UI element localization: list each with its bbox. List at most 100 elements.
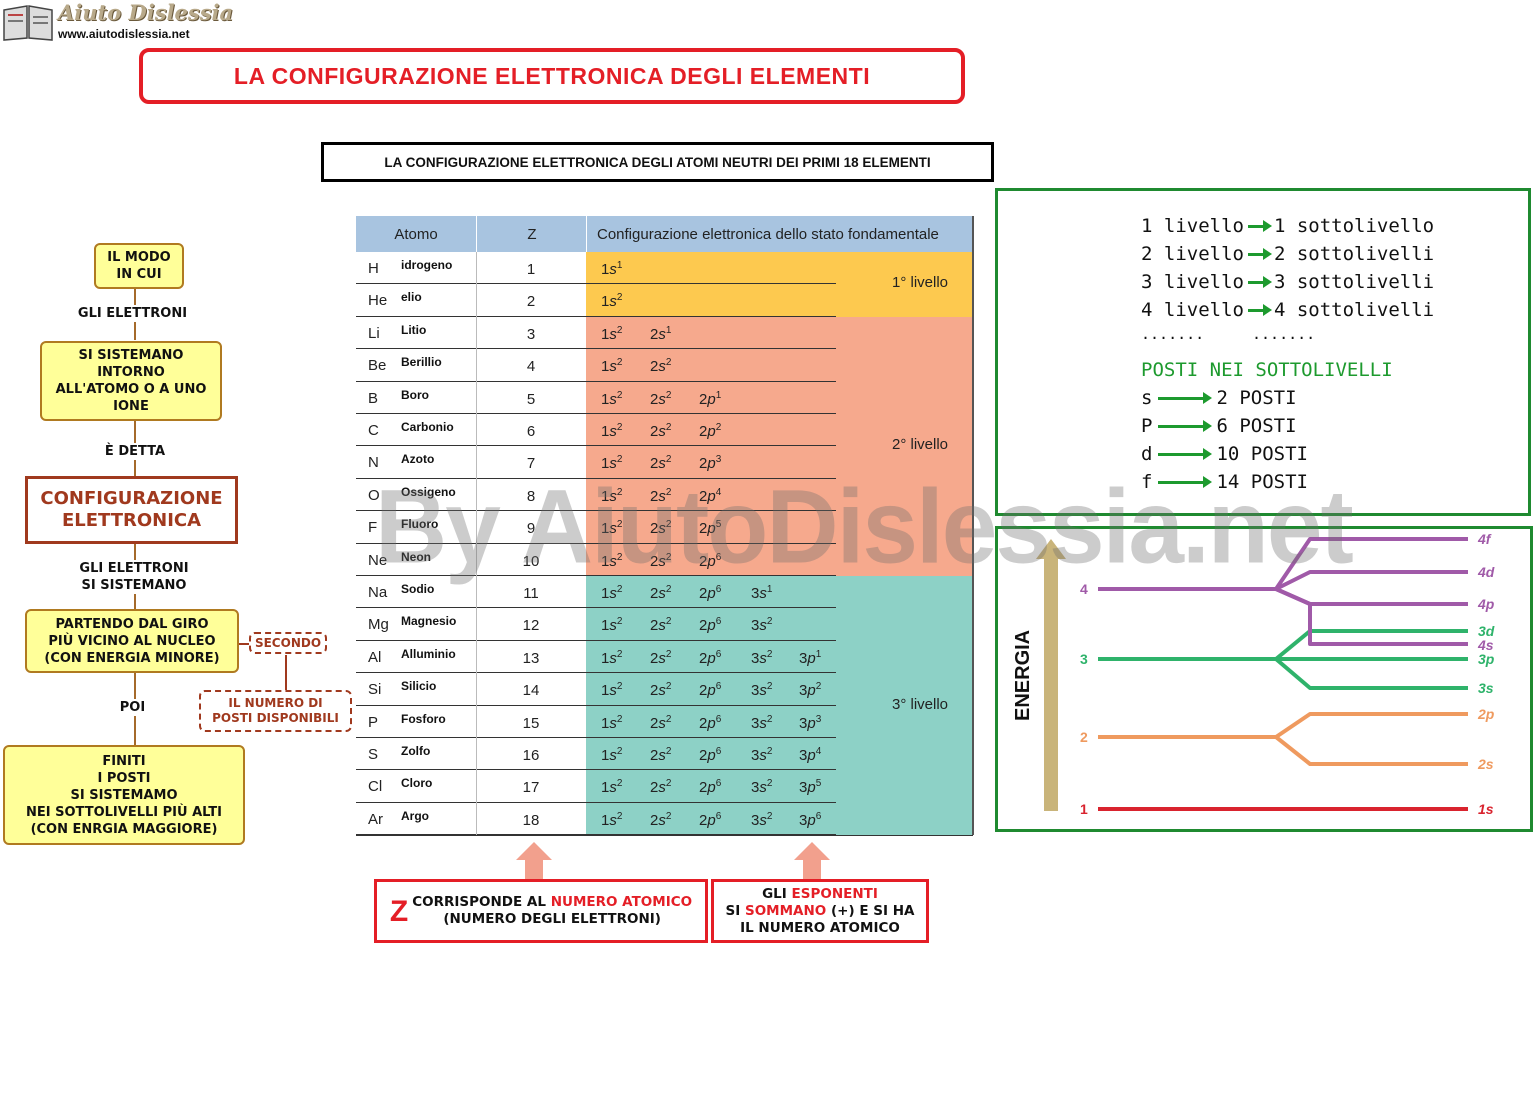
cell-z: 5	[526, 390, 536, 408]
column-divider	[476, 284, 477, 317]
cell-orbital: 1s2	[601, 324, 623, 343]
energy-level-number: 3	[1080, 651, 1088, 667]
cell-orbital: 2s2	[650, 648, 672, 667]
watermark: By AiutoDislessia.net	[375, 468, 1354, 586]
concept-box-il-modo: IL MODO IN CUI	[94, 243, 184, 289]
column-divider	[476, 252, 477, 285]
energy-sublevel-label: 4d	[1477, 564, 1495, 580]
row-divider	[356, 704, 836, 706]
column-divider	[476, 543, 477, 576]
up-arrow-icon	[516, 842, 552, 882]
note-z-text: CORRISPONDE AL	[412, 894, 551, 910]
cell-element-name: elio	[401, 290, 422, 305]
cell-orbital: 1s2	[601, 486, 623, 505]
cell-orbital: 2p6	[699, 746, 722, 764]
row-divider	[356, 348, 836, 350]
cell-orbital: 3p5	[799, 778, 822, 797]
rule-posti-value: 6 POSTI	[1216, 415, 1297, 437]
energy-sublevel-label: 3s	[1478, 680, 1494, 696]
level-band	[586, 316, 973, 576]
cell-symbol: F	[368, 519, 378, 537]
cell-orbital: 3p4	[799, 746, 822, 764]
cell-orbital: 2p6	[699, 810, 722, 829]
cell-z: 4	[526, 358, 536, 376]
rule-sublevel-letter: s	[1141, 387, 1153, 409]
energy-arrow-head	[1036, 539, 1066, 559]
cell-symbol: Mg	[368, 616, 389, 634]
cell-symbol: P	[368, 713, 379, 731]
cell-symbol: C	[368, 422, 379, 439]
row-divider	[356, 412, 836, 414]
rule-posti-value: 2 POSTI	[1216, 387, 1297, 409]
cell-orbital: 2p6	[699, 584, 722, 602]
energy-sublevel-label: 3p	[1478, 651, 1495, 667]
rule-level: 2 livello	[1141, 243, 1244, 265]
level-label: 1° livello	[892, 274, 949, 292]
rule-posti-line: s 2 POSTI	[1141, 387, 1297, 409]
note-exp-text: (+) E SI HA	[826, 902, 915, 919]
column-divider	[476, 576, 477, 609]
cell-orbital: 1s2	[601, 292, 623, 311]
green-arrow-icon	[1247, 248, 1272, 260]
level-band	[586, 252, 973, 317]
concept-main-configurazione: CONFIGURAZIONE ELETTRONICA	[25, 476, 238, 544]
energy-sublevel-label: 1s	[1478, 801, 1494, 817]
energy-axis-label: ENERGIA	[1012, 630, 1034, 721]
green-arrow-icon	[1247, 276, 1272, 288]
cell-element-name: Boro	[401, 387, 429, 402]
cell-orbital: 3s2	[751, 810, 773, 829]
cell-orbital: 2s2	[650, 584, 672, 602]
logo-url: www.aiutodislessia.net	[58, 27, 190, 41]
concept-side-posti: IL NUMERO DI POSTI DISPONIBILI	[199, 690, 352, 732]
rule-posti-value: 14 POSTI	[1216, 471, 1308, 493]
green-arrow-icon	[1247, 304, 1272, 316]
energy-sublevel-label: 2s	[1477, 756, 1494, 772]
energy-level-number: 1	[1080, 801, 1088, 817]
energy-sublevel-label: 2p	[1477, 706, 1495, 722]
posti-title: POSTI NEI SOTTOLIVELLI	[1141, 359, 1393, 381]
column-divider	[476, 511, 477, 544]
cell-element-name: Sodio	[401, 582, 435, 596]
energy-line-3s	[1098, 657, 1468, 690]
cell-element-name: Carbonio	[401, 420, 454, 434]
column-divider	[476, 478, 477, 512]
energy-line-2s	[1098, 735, 1468, 766]
cell-orbital: 2p6	[699, 551, 722, 570]
cell-orbital: 2p6	[699, 713, 722, 732]
rule-level: 1 livello	[1141, 215, 1244, 237]
cell-orbital: 2p6	[699, 681, 722, 700]
cell-orbital: 3s2	[751, 713, 773, 732]
cell-z: 18	[522, 811, 540, 829]
energy-sublevel-label: 4f	[1477, 531, 1492, 547]
up-arrow-icon	[794, 842, 830, 882]
cell-symbol: O	[368, 486, 380, 504]
note-z-letter: Z	[389, 894, 409, 928]
cell-z: 17	[522, 779, 540, 797]
cell-z: 1	[526, 261, 536, 278]
concept-label-poi: POI	[110, 699, 155, 716]
cell-orbital: 2p5	[699, 519, 722, 538]
cell-symbol: Ne	[368, 551, 388, 569]
rule-sublevel-letter: P	[1141, 415, 1153, 437]
row-divider	[356, 672, 836, 674]
cell-orbital: 2s2	[650, 616, 672, 635]
cell-orbital: 3s2	[751, 746, 773, 764]
cell-orbital: 2s1	[650, 324, 672, 343]
energy-line-4s	[1098, 587, 1468, 646]
table-bottom-line	[356, 835, 973, 837]
cell-orbital: 2s2	[650, 810, 672, 829]
cell-orbital: 2s2	[650, 778, 672, 797]
cell-orbital: 1s2	[601, 422, 623, 440]
column-divider	[476, 414, 477, 447]
cell-orbital: 3p1	[799, 648, 822, 667]
cell-orbital: 1s2	[601, 746, 623, 764]
rule-sublevel: 1 sottolivello	[1273, 215, 1435, 237]
green-arrow-icon	[1158, 420, 1213, 432]
